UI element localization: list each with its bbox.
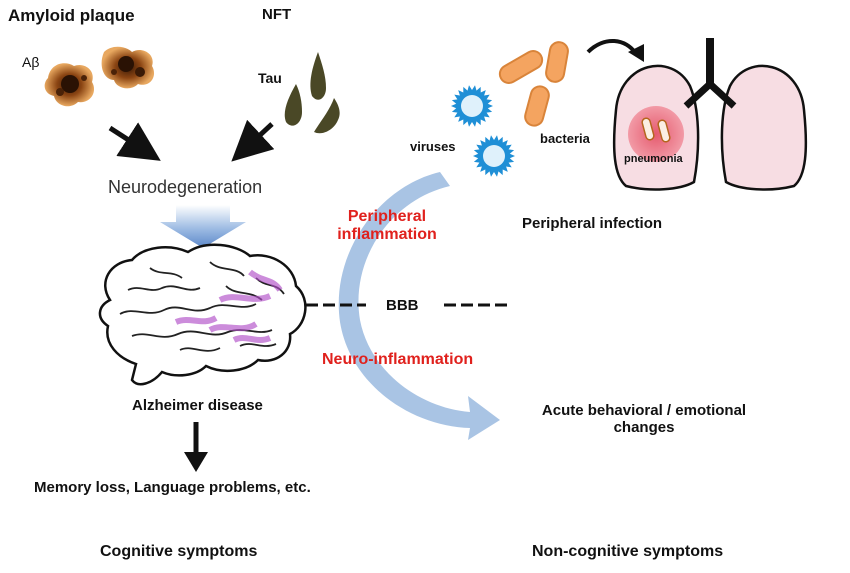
peripheral-inflammation-label: Peripheral inflammation xyxy=(322,208,452,245)
bacteria-image xyxy=(498,41,569,127)
cognitive-symptoms-label: Cognitive symptoms xyxy=(100,543,258,560)
symptom-arrow-head xyxy=(184,452,208,472)
amyloid-plaque-title: Amyloid plaque xyxy=(8,6,135,25)
inflammation-cycle-arrow xyxy=(338,172,500,440)
virus-particle xyxy=(451,85,493,127)
tau-arrow xyxy=(231,119,275,162)
acute-changes-line2: changes xyxy=(613,419,675,437)
acute-changes-line1: Acute behavioral / emotional xyxy=(541,402,747,419)
abeta-label: Aβ xyxy=(22,54,40,70)
plaque-arrow xyxy=(108,122,161,161)
bbb-label: BBB xyxy=(386,297,419,314)
virus-particle xyxy=(473,135,515,177)
peripheral-inflammation-line2: inflammation xyxy=(337,226,437,244)
peripheral-inflammation-line1: Peripheral xyxy=(347,208,427,225)
peripheral-infection-label: Peripheral infection xyxy=(522,215,663,232)
neuro-inflammation-label: Neuro-inflammation xyxy=(322,351,474,368)
neurodegeneration-label: Neurodegeneration xyxy=(108,177,263,197)
brain-image xyxy=(98,243,307,386)
nft-title: NFT xyxy=(262,6,292,23)
viruses-label: viruses xyxy=(410,139,456,154)
tau-label: Tau xyxy=(258,70,282,86)
noncognitive-symptoms-label: Non-cognitive symptoms xyxy=(532,543,724,560)
infection-arrow-head xyxy=(628,44,644,62)
amyloid-plaque-image xyxy=(44,46,155,107)
alzheimer-label: Alzheimer disease xyxy=(132,397,263,414)
acute-changes-label: Acute behavioral / emotional changes xyxy=(516,402,772,437)
tau-tangles-image xyxy=(284,52,340,134)
bacteria-label: bacteria xyxy=(540,131,590,146)
lungs-image xyxy=(612,38,808,191)
memory-loss-label: Memory loss, Language problems, etc. xyxy=(34,479,311,496)
neurodegeneration-arrow xyxy=(160,205,246,248)
virus-image xyxy=(451,85,515,177)
pneumonia-label: pneumonia xyxy=(624,153,683,165)
